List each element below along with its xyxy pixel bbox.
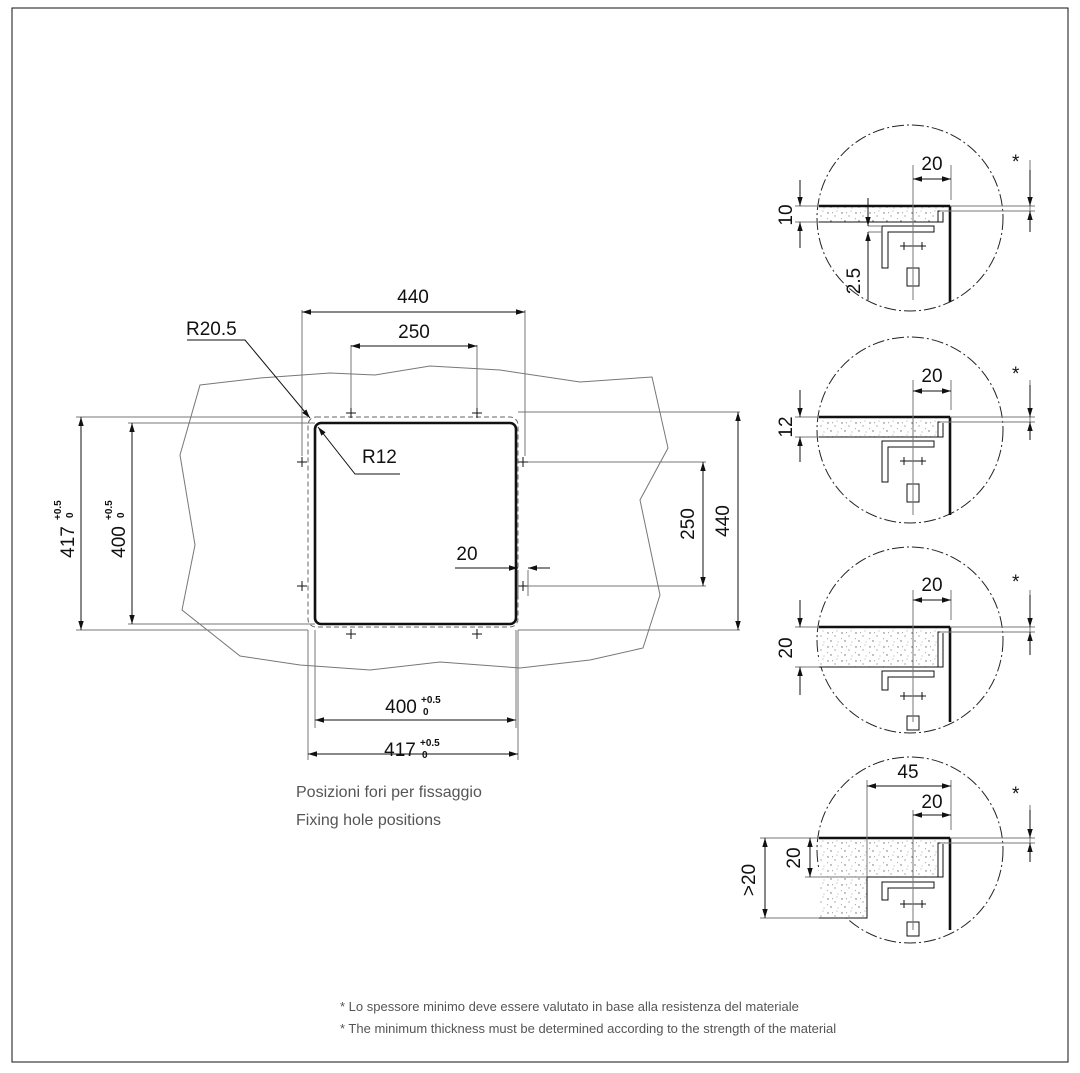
fixing-holes [297,408,528,639]
detail-4-overhang: 20 [921,792,942,813]
tolerance-lower: 0 [422,750,428,761]
detail-4-min-thickness: >20 [739,864,760,896]
tolerance-upper: +0.5 [421,695,441,706]
detail-3-overhang: 20 [921,575,942,596]
detail-1-extra: 2.5 [844,268,865,294]
detail-4-thickness: 20 [784,847,805,868]
detail-2-thickness: 12 [776,416,797,437]
detail-3-thickness: 20 [776,637,797,658]
cutout-outline [313,421,518,626]
worktop-outline [179,365,669,671]
tolerance-lower: 0 [423,707,429,718]
detail-thick-worktop: 45 20 20 >20 * [739,756,1035,944]
detail-1-asterisk: * [1012,152,1020,173]
dim-left-inner: 400 [109,526,130,558]
tolerance-lower: 0 [116,512,127,518]
footnote-english: * The minimum thickness must be determin… [340,1021,836,1036]
detail-1-overhang: 20 [921,154,942,175]
radius-inner-label: R12 [362,447,397,468]
dim-top-inner: 250 [398,322,430,343]
detail-2-overhang: 20 [921,366,942,387]
tolerance-upper: +0.5 [420,738,440,749]
detail-4-width: 45 [897,762,918,783]
tolerance-upper: +0.5 [53,500,64,520]
dim-top-outer: 440 [397,287,429,308]
detail-20mm: 20 20 * [776,546,1035,734]
dim-bottom-inner: 400 [385,697,417,718]
footnote-italian: * Lo spessore minimo deve essere valutat… [340,999,799,1014]
tolerance-lower: 0 [65,512,76,518]
dim-right-outer: 440 [713,505,734,537]
cutout-plan: 440 250 R20.5 R12 20 250 440 417 +0.5 0 … [53,287,741,761]
caption-english: Fixing hole positions [296,812,441,829]
detail-4-asterisk: * [1012,784,1020,805]
caption-italian: Posizioni fori per fissaggio [296,784,482,801]
dim-bottom-outer: 417 [384,740,416,761]
detail-10mm: 20 10 2.5 * [776,124,1035,312]
dim-left-outer: 417 [58,526,79,558]
radius-outer-label: R20.5 [186,319,237,340]
detail-3-asterisk: * [1012,572,1020,593]
drawing-border [11,7,1069,1063]
outer-rim-outline [307,416,519,628]
detail-12mm: 20 12 * [776,336,1035,524]
dim-hole-offset: 20 [456,544,477,565]
detail-2-asterisk: * [1012,364,1020,385]
tolerance-upper: +0.5 [104,500,115,520]
detail-1-thickness: 10 [776,204,797,225]
dim-right-inner: 250 [678,508,699,540]
